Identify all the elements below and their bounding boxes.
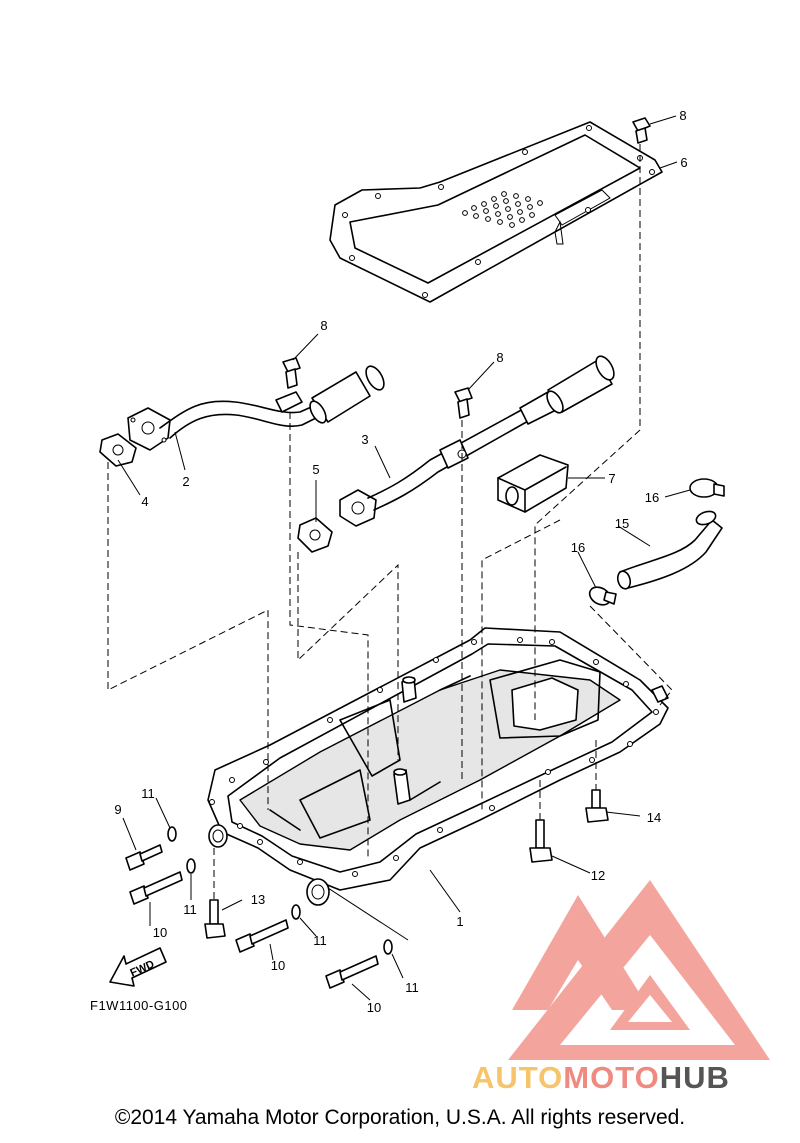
callout-7: 7: [608, 471, 615, 486]
callout-14: 14: [647, 810, 661, 825]
watermark-moto: MOTO: [563, 1060, 659, 1095]
part-6-cover-plate: [329, 121, 663, 303]
copyright-notice: ©2014 Yamaha Motor Corporation, U.S.A. A…: [115, 1106, 685, 1129]
part-5-gasket: [297, 517, 333, 553]
svg-text:AUTOMOTOHUB: AUTOMOTOHUB: [472, 1060, 730, 1095]
part-10-bolt-a: [129, 871, 183, 905]
callout-8-center: 8: [496, 350, 503, 365]
watermark-logo-center-cut: [628, 995, 672, 1022]
callout-10-b: 10: [271, 958, 285, 973]
callout-12: 12: [591, 868, 605, 883]
callout-3: 3: [361, 432, 368, 447]
part-8-bolt-center: [454, 387, 473, 419]
part-16-clamp-top: [689, 478, 725, 498]
callout-11-a: 11: [141, 786, 155, 801]
part-14-bolt: [585, 789, 609, 823]
callout-15: 15: [615, 516, 629, 531]
part-13-bolt: [204, 899, 226, 939]
callout-13: 13: [251, 892, 265, 907]
callout-10-a: 10: [153, 925, 167, 940]
callout-6: 6: [680, 155, 687, 170]
watermark-hub: HUB: [660, 1060, 730, 1095]
callout-numbers: 1 2 3 4 5 6 7 8 8 8 9 10 10 10 11 11 11 …: [114, 108, 687, 1015]
part-3-oil-pipe: [339, 355, 615, 527]
watermark-logo-m-peak: [512, 895, 650, 1010]
callout-11-c: 11: [313, 933, 327, 948]
part-1-oil-pan: [207, 627, 669, 906]
leader-lines: [117, 115, 691, 1001]
part-2-oil-pipe: [127, 365, 385, 451]
part-7-bracket: [497, 454, 569, 513]
part-16-clamp-lower: [588, 586, 617, 606]
fwd-arrow: FWD: [109, 947, 167, 987]
figure-code: F1W1100-G100: [90, 998, 188, 1013]
part-8-bolt-top: [632, 117, 651, 144]
callout-1: 1: [456, 914, 463, 929]
callout-5: 5: [312, 462, 319, 477]
part-8-bolt-left: [282, 357, 301, 389]
part-11-washers: [167, 826, 393, 955]
watermark-auto: AUTO: [472, 1060, 563, 1095]
oil-pan-flange-holes: [209, 637, 659, 877]
callout-10-c: 10: [367, 1000, 381, 1015]
callout-2: 2: [182, 474, 189, 489]
callout-4: 4: [141, 494, 148, 509]
cover-plate-vent-holes: [462, 191, 543, 228]
callout-9: 9: [114, 802, 121, 817]
watermark-logo: [508, 880, 770, 1060]
part-4-gasket: [99, 433, 137, 467]
callout-8-left: 8: [320, 318, 327, 333]
callout-16-lower: 16: [571, 540, 585, 555]
callout-16-top: 16: [645, 490, 659, 505]
part-12-bolt: [529, 819, 553, 863]
callout-8-top: 8: [679, 108, 686, 123]
callout-11-b: 11: [183, 902, 197, 917]
watermark-text: AUTOMOTOHUB: [472, 1060, 730, 1095]
part-9-bolt: [125, 844, 163, 871]
part-10-bolt-c: [325, 955, 379, 989]
callout-11-d: 11: [405, 980, 419, 995]
part-15-hose: [616, 510, 723, 590]
part-10-bolt-b: [235, 919, 289, 953]
